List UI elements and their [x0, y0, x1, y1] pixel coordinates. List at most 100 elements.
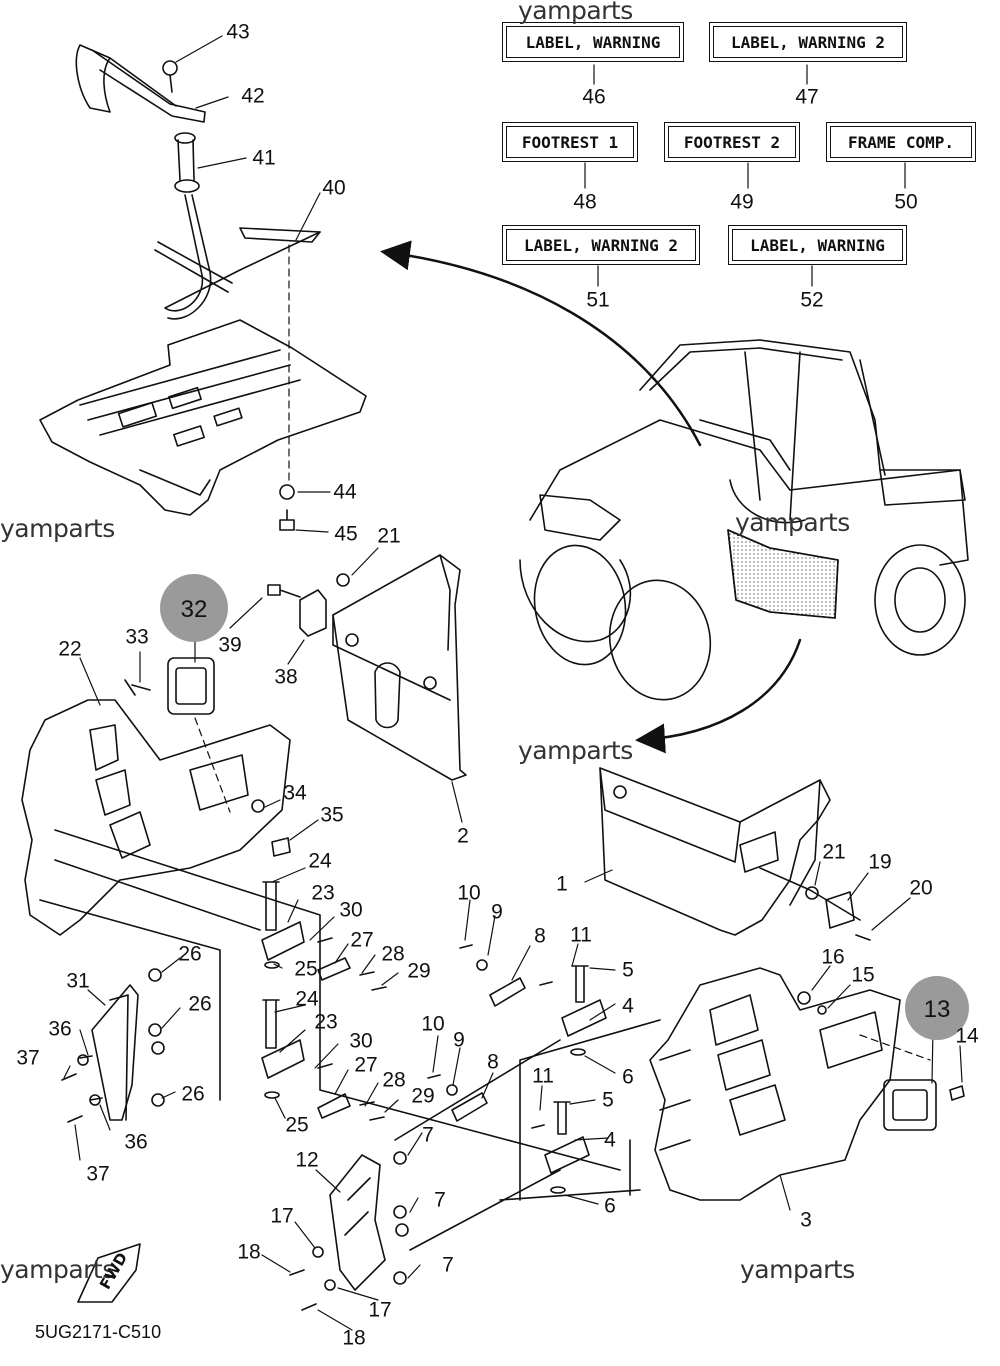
callout-50[interactable]: 50	[894, 190, 918, 214]
callout-43[interactable]: 43	[226, 20, 250, 44]
callout-21[interactable]: 21	[822, 840, 846, 864]
callout-28[interactable]: 28	[382, 1068, 406, 1092]
label-warning-2-tag-47[interactable]: LABEL, WARNING 2	[709, 22, 907, 62]
footrest-floor-assembly	[39, 44, 367, 531]
watermark: yamparts	[518, 0, 633, 25]
leader-lines	[63, 35, 963, 1331]
callout-12[interactable]: 12	[295, 1148, 319, 1172]
callout-10[interactable]: 10	[421, 1012, 445, 1036]
footrest-2-tag-49[interactable]: FOOTREST 2	[664, 122, 800, 162]
right-guard-3	[649, 967, 965, 1201]
callout-6[interactable]: 6	[604, 1194, 616, 1218]
callout-49[interactable]: 49	[730, 190, 754, 214]
callout-25[interactable]: 25	[294, 957, 318, 981]
callout-15[interactable]: 15	[851, 963, 875, 987]
callout-13[interactable]: 13	[923, 996, 951, 1023]
callout-27[interactable]: 27	[354, 1053, 378, 1077]
callout-29[interactable]: 29	[411, 1084, 435, 1108]
callout-30[interactable]: 30	[349, 1029, 373, 1053]
callout-5[interactable]: 5	[622, 958, 634, 982]
callout-2[interactable]: 2	[457, 824, 469, 848]
callout-33[interactable]: 33	[125, 625, 149, 649]
callout-32[interactable]: 32	[180, 596, 208, 623]
callout-44[interactable]: 44	[333, 480, 357, 504]
callout-4[interactable]: 4	[622, 994, 634, 1018]
callout-8[interactable]: 8	[487, 1050, 499, 1074]
label-warning-tag-46[interactable]: LABEL, WARNING	[502, 22, 684, 62]
callout-25[interactable]: 25	[285, 1113, 309, 1137]
callout-34[interactable]: 34	[283, 781, 307, 805]
callout-16[interactable]: 16	[821, 945, 845, 969]
watermark: yamparts	[740, 1255, 855, 1284]
callout-24[interactable]: 24	[295, 987, 319, 1011]
callout-7[interactable]: 7	[434, 1188, 446, 1212]
fwd-arrow-icon	[77, 1243, 141, 1303]
highlight-13	[905, 976, 969, 1040]
callout-10[interactable]: 10	[457, 881, 481, 905]
callout-27[interactable]: 27	[350, 928, 374, 952]
callout-7[interactable]: 7	[442, 1253, 454, 1277]
callout-9[interactable]: 9	[453, 1028, 465, 1052]
callout-17[interactable]: 17	[368, 1298, 392, 1322]
watermark: yamparts	[0, 1255, 115, 1284]
arrow-to-footrest	[380, 240, 702, 447]
callout-47[interactable]: 47	[795, 85, 819, 109]
callout-45[interactable]: 45	[334, 522, 358, 546]
callout-21[interactable]: 21	[377, 524, 401, 548]
callout-7[interactable]: 7	[422, 1123, 434, 1147]
callout-37[interactable]: 37	[16, 1046, 40, 1070]
callout-18[interactable]: 18	[342, 1326, 366, 1350]
callout-5[interactable]: 5	[602, 1088, 614, 1112]
callout-26[interactable]: 26	[181, 1082, 205, 1106]
callout-22[interactable]: 22	[58, 637, 82, 661]
callout-1[interactable]: 1	[556, 872, 568, 896]
callout-20[interactable]: 20	[909, 876, 933, 900]
callout-11[interactable]: 11	[532, 1064, 554, 1088]
left-guard-22	[21, 657, 621, 1171]
arrow-to-panel	[635, 638, 802, 754]
callout-48[interactable]: 48	[573, 190, 597, 214]
callout-39[interactable]: 39	[218, 633, 242, 657]
highlight-32	[160, 574, 228, 642]
callout-51[interactable]: 51	[586, 288, 610, 312]
callout-35[interactable]: 35	[320, 803, 344, 827]
callout-29[interactable]: 29	[407, 959, 431, 983]
panel-1	[599, 767, 871, 941]
callout-4[interactable]: 4	[604, 1128, 616, 1152]
callout-30[interactable]: 30	[339, 898, 363, 922]
frame-comp-tag-50[interactable]: FRAME COMP.	[826, 122, 976, 162]
callout-38[interactable]: 38	[274, 665, 298, 689]
callout-26[interactable]: 26	[188, 992, 212, 1016]
callout-42[interactable]: 42	[241, 84, 265, 108]
callout-23[interactable]: 23	[311, 881, 335, 905]
callout-37[interactable]: 37	[86, 1162, 110, 1186]
footrest-1-tag-48[interactable]: FOOTREST 1	[502, 122, 638, 162]
callout-19[interactable]: 19	[868, 850, 892, 874]
callout-17[interactable]: 17	[270, 1204, 294, 1228]
callout-36[interactable]: 36	[124, 1130, 148, 1154]
callout-11[interactable]: 11	[570, 923, 592, 947]
callout-40[interactable]: 40	[322, 176, 346, 200]
watermark: yamparts	[518, 736, 633, 765]
callout-26[interactable]: 26	[178, 942, 202, 966]
callout-18[interactable]: 18	[237, 1240, 261, 1264]
callout-9[interactable]: 9	[491, 900, 503, 924]
callout-31[interactable]: 31	[66, 969, 90, 993]
panel-2	[267, 554, 467, 781]
callout-46[interactable]: 46	[582, 85, 606, 109]
callout-14[interactable]: 14	[955, 1024, 979, 1048]
callout-28[interactable]: 28	[381, 942, 405, 966]
label-warning-2-tag-51[interactable]: LABEL, WARNING 2	[502, 225, 700, 265]
callout-24[interactable]: 24	[308, 849, 332, 873]
callout-8[interactable]: 8	[534, 924, 546, 948]
callout-41[interactable]: 41	[252, 146, 276, 170]
label-warning-tag-52[interactable]: LABEL, WARNING	[728, 225, 907, 265]
callout-52[interactable]: 52	[800, 288, 824, 312]
callout-3[interactable]: 3	[800, 1208, 812, 1232]
callout-23[interactable]: 23	[314, 1010, 338, 1034]
callout-6[interactable]: 6	[622, 1065, 634, 1089]
callout-36[interactable]: 36	[48, 1017, 72, 1041]
diagram-code: 5UG2171-C510	[35, 1322, 162, 1342]
watermark: yamparts	[0, 514, 115, 543]
